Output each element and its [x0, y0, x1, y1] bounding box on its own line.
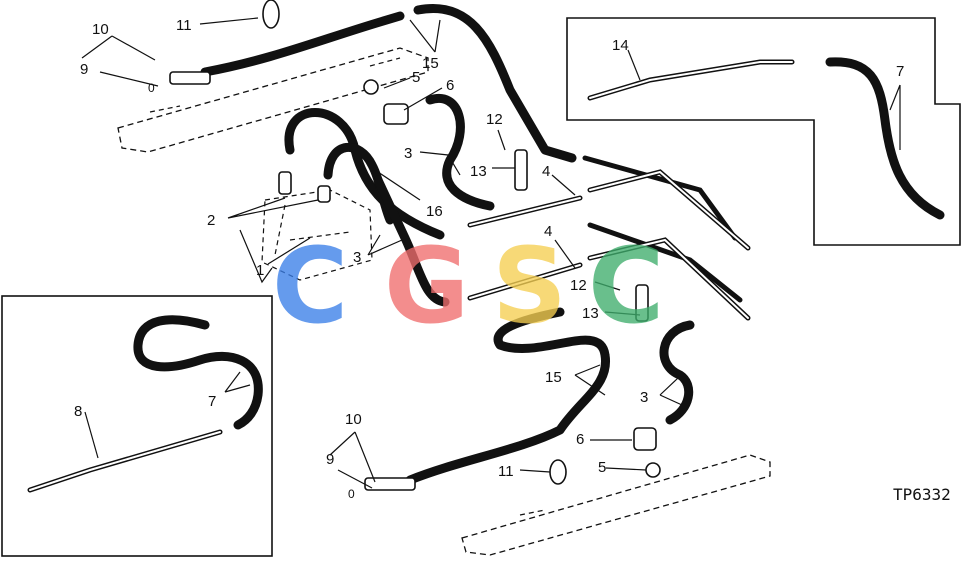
callout-7-right: 7 — [896, 63, 904, 80]
watermark-letter-g: G — [384, 225, 469, 347]
callout-3-lower: 3 — [640, 389, 648, 406]
callout-11-lower: 11 — [498, 463, 514, 480]
watermark-letter-s: S — [492, 225, 567, 347]
callout-4-lower: 4 — [544, 223, 552, 240]
callout-16: 16 — [426, 203, 443, 220]
figure-code: TP6332 — [893, 485, 951, 504]
callout-5-upper: 5 — [412, 69, 420, 86]
inset-box-left — [1, 295, 273, 557]
callout-15-upper: 15 — [422, 55, 439, 72]
callout-9-lower: 9 — [326, 451, 334, 468]
callout-9-upper: 9 — [80, 61, 88, 78]
callout-15-lower: 15 — [545, 369, 562, 386]
callouts: 11 10 9 0 15 5 6 12 3 13 4 16 2 4 3 1 12… — [74, 17, 904, 501]
hose-15-upper — [200, 4, 577, 163]
callout-3-mid: 3 — [353, 249, 361, 266]
cgsc-watermark: C G S C — [272, 225, 664, 347]
inset-box-right — [566, 17, 961, 246]
watermark-letter-c1: C — [272, 225, 348, 347]
callout-2: 2 — [207, 212, 215, 229]
hose-16-loops — [284, 108, 450, 307]
hose-3-upper — [425, 93, 495, 211]
callout-7-left: 7 — [208, 393, 216, 410]
callout-4-upper: 4 — [542, 163, 550, 180]
callout-3-upper: 3 — [404, 145, 412, 162]
hose-15-lower — [405, 307, 611, 485]
hose-3-lower — [659, 320, 695, 425]
callout-5-lower: 5 — [598, 459, 606, 476]
callout-6-upper: 6 — [446, 77, 454, 94]
callout-13-lower: 13 — [582, 305, 599, 322]
callout-8: 8 — [74, 403, 82, 420]
callout-10-lower: 10 — [345, 411, 362, 428]
pipe-14 — [587, 59, 795, 101]
callout-12-lower: 12 — [570, 277, 587, 294]
callout-1: 1 — [256, 262, 264, 279]
callout-11-upper: 11 — [176, 17, 192, 34]
callout-14: 14 — [612, 37, 629, 54]
hose-7-inset-right — [825, 57, 945, 220]
zero-lower: 0 — [348, 487, 355, 501]
zero-upper: 0 — [148, 81, 155, 95]
callout-13-upper: 13 — [470, 163, 487, 180]
fittings — [169, 0, 661, 491]
cylinder-lower — [461, 454, 771, 556]
callout-10-upper: 10 — [92, 21, 109, 38]
leader-lines — [81, 17, 901, 489]
pipe-4 — [467, 155, 751, 321]
hose-7-inset-left — [133, 315, 263, 430]
callout-6-lower: 6 — [576, 431, 584, 448]
watermark-letter-c2: C — [588, 225, 664, 347]
cylinder-upper — [117, 47, 429, 153]
callout-12-upper: 12 — [486, 111, 503, 128]
pipe-8 — [27, 429, 223, 493]
